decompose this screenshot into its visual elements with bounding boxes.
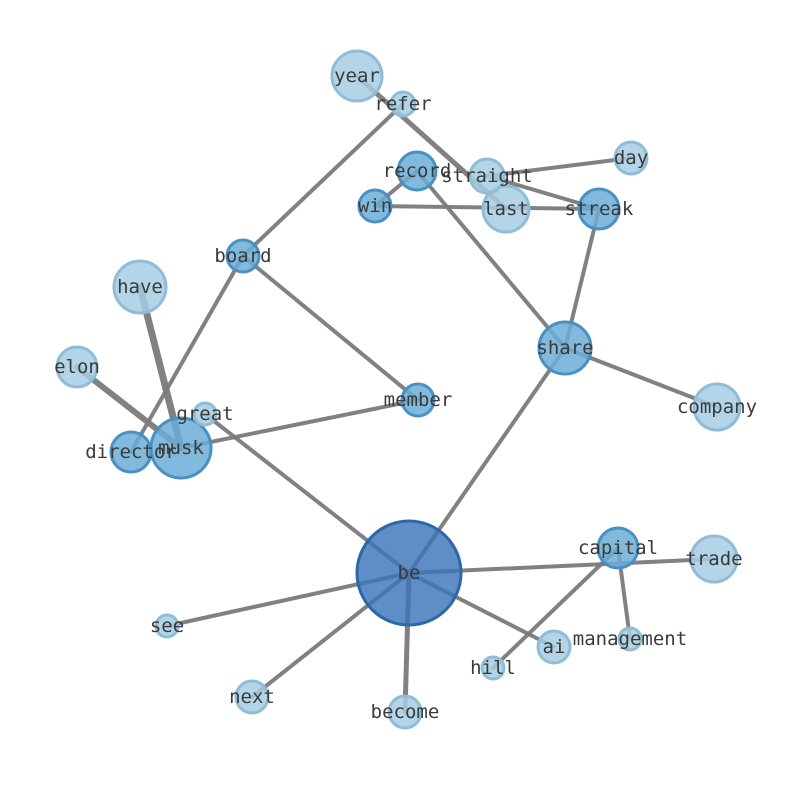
node-record[interactable] (396, 150, 438, 192)
node-label-trade: trade (685, 548, 742, 570)
node-label-win: win (358, 195, 392, 217)
node-see[interactable] (154, 613, 180, 639)
node-label-board: board (214, 245, 271, 267)
node-label-record: record (383, 160, 452, 182)
node-hill[interactable] (480, 655, 506, 681)
node-label-be: be (398, 562, 421, 584)
node-label-have: have (117, 276, 163, 298)
node-day[interactable] (613, 140, 649, 176)
node-management[interactable] (617, 626, 643, 652)
edge-musk-member (179, 398, 420, 450)
node-label-become: become (371, 701, 440, 723)
node-label-ai: ai (543, 636, 566, 658)
node-label-streak: streak (565, 198, 634, 220)
node-label-great: great (176, 403, 233, 425)
node-win[interactable] (357, 188, 393, 224)
node-label-member: member (384, 389, 453, 411)
node-label-hill: hill (470, 657, 516, 679)
node-label-last: last (483, 198, 529, 220)
node-share[interactable] (537, 320, 593, 376)
node-capital[interactable] (596, 526, 640, 570)
node-become[interactable] (387, 694, 423, 730)
node-year[interactable] (330, 49, 384, 103)
node-elon[interactable] (55, 345, 99, 389)
node-director[interactable] (109, 430, 153, 474)
node-label-straight: straight (441, 165, 533, 187)
node-company[interactable] (692, 382, 742, 432)
node-label-director: director (85, 441, 177, 463)
node-label-elon: elon (54, 356, 100, 378)
edge-share-record (415, 169, 567, 350)
node-board[interactable] (225, 238, 261, 274)
node-have[interactable] (112, 259, 168, 315)
edge-board-refer (241, 102, 405, 258)
node-trade[interactable] (689, 534, 739, 584)
edge-capital-hill (491, 546, 620, 670)
node-label-refer: refer (374, 93, 431, 115)
node-layer (55, 49, 742, 730)
label-layer: be musk share year have last company trade direc… (54, 65, 757, 723)
node-label-day: day (614, 147, 648, 169)
node-label-musk: musk (158, 437, 204, 459)
node-next[interactable] (234, 679, 270, 715)
node-ai[interactable] (536, 629, 572, 665)
node-label-share: share (536, 337, 593, 359)
node-be[interactable] (355, 519, 463, 627)
node-refer[interactable] (389, 90, 417, 118)
node-straight[interactable] (468, 157, 506, 195)
node-label-next: next (229, 686, 275, 708)
edge-straight-day (485, 156, 633, 178)
node-label-management: management (573, 628, 687, 650)
node-label-year: year (334, 65, 380, 87)
edge-board-member (241, 254, 420, 402)
node-great[interactable] (192, 401, 218, 427)
node-last[interactable] (481, 184, 531, 234)
node-label-see: see (150, 615, 184, 637)
node-label-capital: capital (578, 537, 658, 559)
node-streak[interactable] (577, 187, 621, 231)
edge-director-board (129, 254, 245, 454)
node-member[interactable] (400, 382, 436, 418)
node-label-company: company (677, 396, 757, 418)
